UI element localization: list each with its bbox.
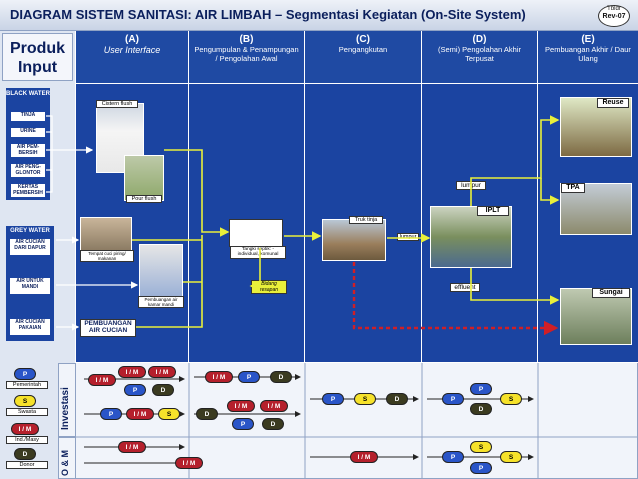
column-b-name: Pengumpulan & Penampungan / Pengolahan A… xyxy=(194,45,299,63)
input-urine: URINE xyxy=(10,127,46,138)
input-air-mandi: AIR UNTUK MANDI xyxy=(9,277,51,295)
pill-d-inv-s: S xyxy=(500,393,522,405)
pill-d-om-p: P xyxy=(442,451,464,463)
input-air-penggelontor: AIR PENG-GLONTOR xyxy=(10,163,46,178)
tangki-septik-caption: Tangki septik: - individual, komunal xyxy=(230,246,286,259)
legend-p: P xyxy=(14,368,36,380)
sungai-caption: Sungai xyxy=(592,288,630,298)
grey-water-title: GREY WATER xyxy=(10,228,50,234)
input-air-cucian-dapur: AIR CUCIAN DARI DAPUR xyxy=(9,238,51,256)
pill-b-inv-d3: D xyxy=(262,418,284,430)
column-c-name: Pengangkutan xyxy=(338,45,388,54)
pill-a-om-im-1: I / M xyxy=(118,441,146,453)
pill-c-inv-d: D xyxy=(386,393,408,405)
pill-b-inv-p2: P xyxy=(232,418,254,430)
pill-b-inv-im-2: I / M xyxy=(227,400,255,412)
legend-d: D xyxy=(14,448,36,460)
iplt-photo xyxy=(430,206,512,268)
pill-c-inv-p: P xyxy=(322,393,344,405)
pill-a-inv-im-1: I / M xyxy=(88,374,116,386)
produk-input-header: Produk Input xyxy=(2,33,73,81)
pill-a-inv-s: S xyxy=(158,408,180,420)
pill-b-inv-im-3: I / M xyxy=(260,400,288,412)
input-air-cucian-pakaian: AIR CUCIAN PAKAIAN xyxy=(9,318,51,336)
tpa-photo xyxy=(560,183,632,235)
pembuangan-cucian-box: PEMBUANGAN AIR CUCIAN xyxy=(80,319,136,337)
title-bar: DIAGRAM SISTEM SANITASI: AIR LIMBAH – Se… xyxy=(0,0,638,31)
pill-d-om-p2: P xyxy=(470,462,492,474)
column-header-e: (E) Pembuangan Akhir / Daur Ulang xyxy=(538,31,638,83)
column-b-letter: (B) xyxy=(239,34,254,45)
rev-label: Rev-07 xyxy=(602,12,626,20)
input-tinja: TINJA xyxy=(10,111,46,122)
column-header-d: (D) (Semi) Pengolahan Akhir Terpusat xyxy=(422,31,537,83)
legend-im: I / M xyxy=(11,423,39,435)
column-d-letter: (D) xyxy=(472,34,487,45)
column-a-name: User Interface xyxy=(103,45,161,55)
input-air-pembersih: AIR PEM-BERSIH xyxy=(10,143,46,158)
column-header-c: (C) Pengangkutan xyxy=(305,31,421,83)
truk-tinja-caption: Truk tinja xyxy=(349,216,383,224)
tempat-cuci-caption: Tempat cuci piring/ makanan xyxy=(80,250,134,262)
pill-b-inv-p: P xyxy=(238,371,260,383)
column-header-a: (A) User Interface xyxy=(76,31,188,83)
legend-im-label: Ind./Masy xyxy=(6,436,48,444)
pill-c-inv-s: S xyxy=(354,393,376,405)
pill-a-inv-p2: P xyxy=(100,408,122,420)
column-a-letter: (A) xyxy=(125,34,139,45)
lumpur-transport-label: lumpur xyxy=(397,233,419,241)
pembuangan-kamar-caption: Pembuangan air kamar mandi xyxy=(138,296,184,308)
rev-top: Tbldr xyxy=(607,6,621,12)
column-e-letter: (E) xyxy=(581,34,595,45)
pill-d-om-s2: S xyxy=(500,451,522,463)
pill-a-inv-im-4: I / M xyxy=(126,408,154,420)
column-c-letter: (C) xyxy=(356,34,370,45)
column-e-name: Pembuangan Akhir / Daur Ulang xyxy=(545,45,631,63)
pill-d-om-s1: S xyxy=(470,441,492,453)
black-water-title: BLACK WATER xyxy=(6,91,50,97)
pill-b-inv-d2: D xyxy=(196,408,218,420)
column-header-b: (B) Pengumpulan & Penampungan / Pengolah… xyxy=(189,31,304,83)
input-kertas-pembersih: KERTAS PEMBERSIH xyxy=(10,183,46,198)
tpa-caption: TPA xyxy=(561,183,585,193)
truk-tinja-photo xyxy=(322,219,386,261)
pour-flush-photo xyxy=(124,155,164,201)
pour-flush-caption: Pour flush xyxy=(126,195,162,203)
pill-d-inv-d: D xyxy=(470,403,492,415)
legend-d-label: Donor xyxy=(6,461,48,469)
pill-d-inv-p1: P xyxy=(470,383,492,395)
pill-a-inv-im-2: I / M xyxy=(118,366,146,378)
legend-p-label: Pemerintah xyxy=(6,381,48,389)
pill-b-inv-d: D xyxy=(270,371,292,383)
pill-c-om-im: I / M xyxy=(350,451,378,463)
legend-s-label: Swasta xyxy=(6,408,48,416)
legend-s: S xyxy=(14,395,36,407)
reuse-caption: Reuse xyxy=(597,98,629,108)
pill-a-om-im-2: I / M xyxy=(175,457,203,469)
diagram-title: DIAGRAM SISTEM SANITASI: AIR LIMBAH – Se… xyxy=(10,7,526,22)
effluent-label: effluent xyxy=(450,283,480,292)
pill-b-inv-im-1: I / M xyxy=(205,371,233,383)
pill-a-inv-im-3: I / M xyxy=(148,366,176,378)
iplt-caption: IPLT xyxy=(477,206,509,216)
pill-a-inv-p: P xyxy=(124,384,146,396)
pill-d-inv-p2: P xyxy=(442,393,464,405)
cistern-flush-caption: Cistern flush xyxy=(96,100,138,108)
pill-a-inv-d: D xyxy=(152,384,174,396)
column-d-name: (Semi) Pengolahan Akhir Terpusat xyxy=(438,45,521,63)
